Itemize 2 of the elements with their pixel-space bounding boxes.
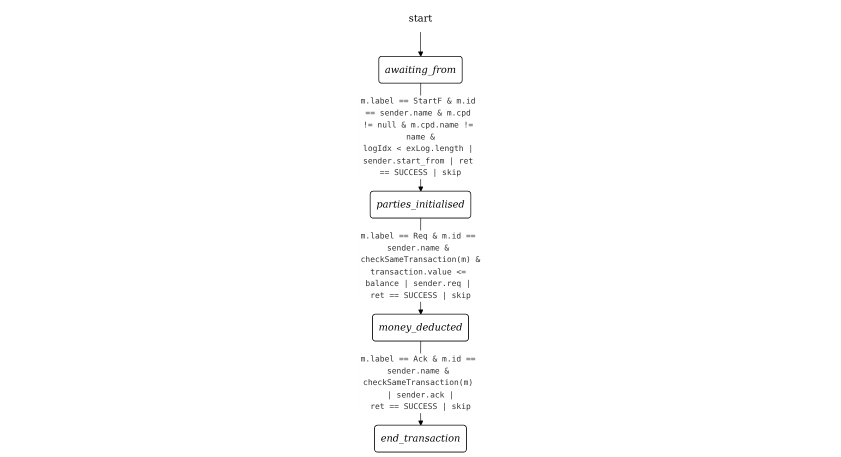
node-text: start	[408, 12, 432, 24]
arrow	[418, 32, 424, 57]
